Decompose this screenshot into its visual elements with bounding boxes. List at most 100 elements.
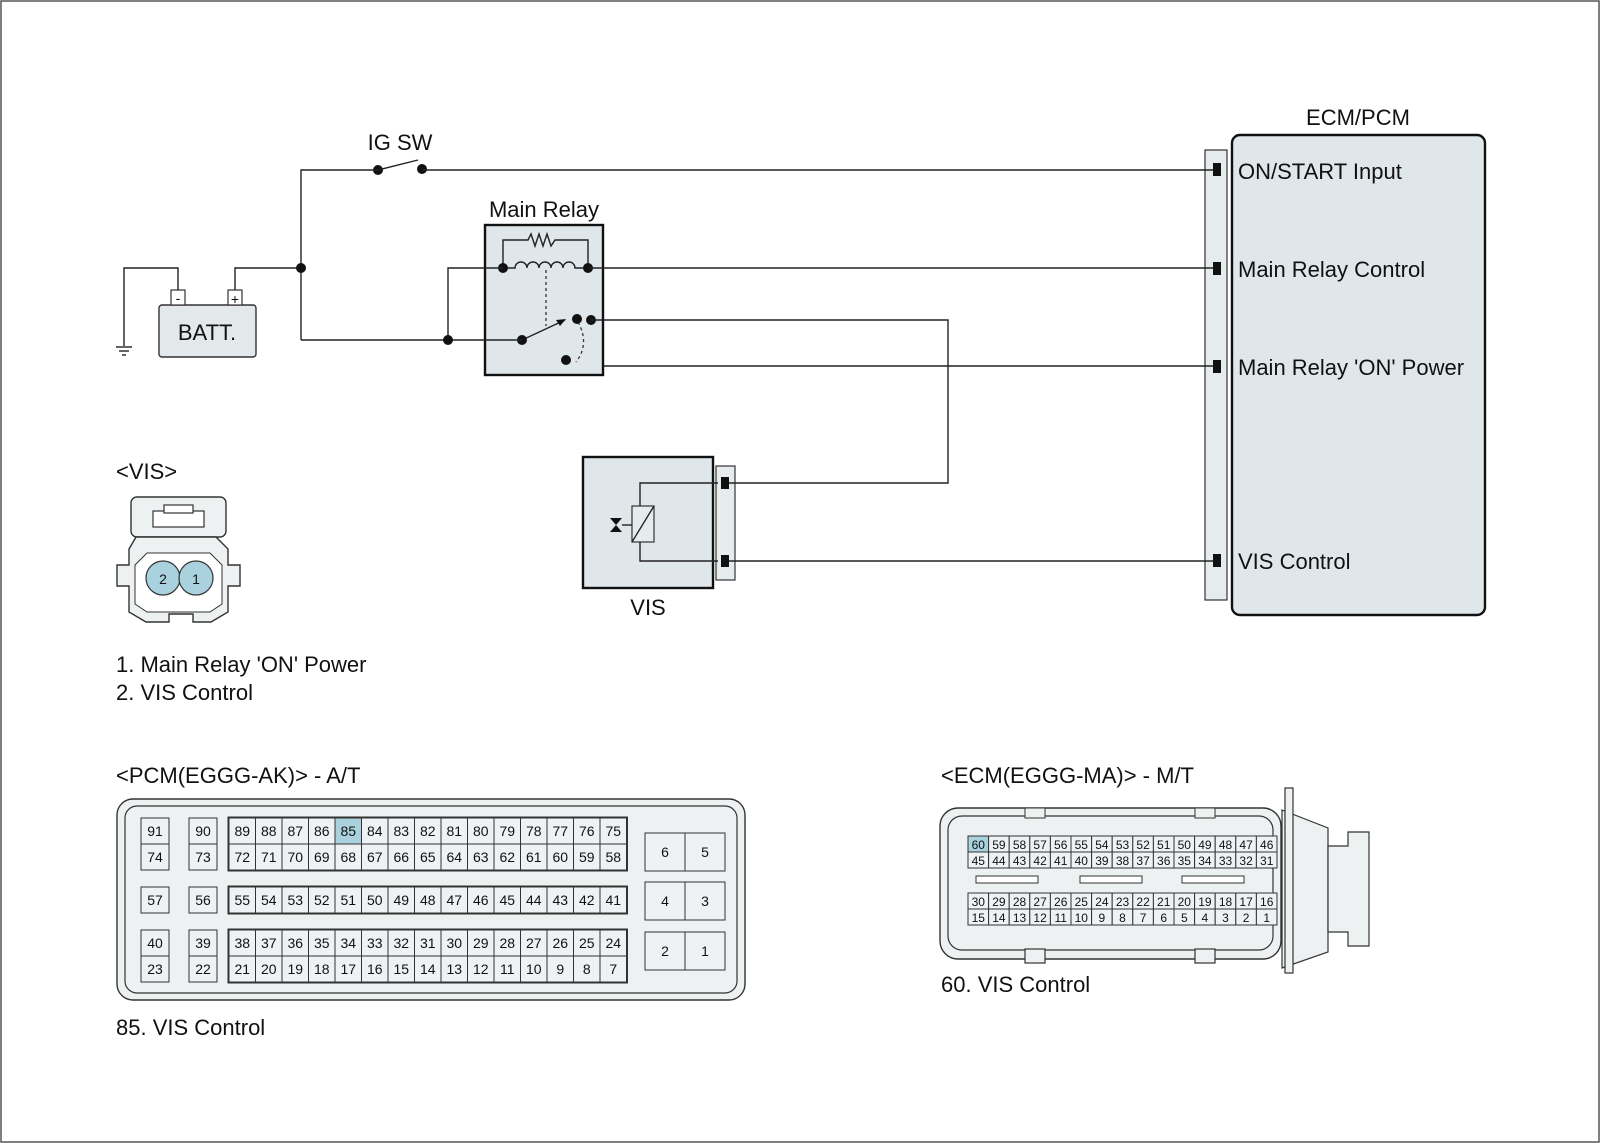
pcm-pin-63: 63 <box>473 849 489 865</box>
ecm-pin-45: 45 <box>972 854 986 868</box>
ecm-pin-46: 46 <box>1260 838 1274 852</box>
pcm-pin-cell <box>308 886 336 914</box>
pcm-pin-21: 21 <box>234 961 250 977</box>
pcm-pin-block <box>227 885 628 915</box>
pcm-pin-10: 10 <box>526 961 542 977</box>
ecm-pin-22: 22 <box>1136 895 1150 909</box>
ecm-legend: 60. VIS Control <box>941 972 1090 997</box>
pcm-pin-cell <box>140 843 170 871</box>
pcm-pin-14: 14 <box>420 961 436 977</box>
pcm-pin-68: 68 <box>340 849 356 865</box>
ecm-pin-43: 43 <box>1013 854 1027 868</box>
pcm-pin-cell <box>334 843 362 871</box>
battery: BATT. - + <box>158 289 257 358</box>
pcm-pin-70: 70 <box>287 849 303 865</box>
pcm-pin-16: 16 <box>367 961 383 977</box>
ecm-pin-53: 53 <box>1116 838 1130 852</box>
pcm-pin-50: 50 <box>367 892 383 908</box>
ecm-pin-49: 49 <box>1198 838 1212 852</box>
ecm-pin-57: 57 <box>1033 838 1047 852</box>
pcm-pin-block <box>227 928 628 984</box>
pcm-pin-cell <box>255 929 283 957</box>
ecm-pin-32: 32 <box>1239 854 1253 868</box>
pcm-pin-41: 41 <box>605 892 621 908</box>
pcm-pin-29: 29 <box>473 935 489 951</box>
batt-label: BATT. <box>178 320 236 345</box>
pcm-pin-cell <box>493 817 521 845</box>
pcm-pin-23: 23 <box>147 961 163 977</box>
pcm-pin-30: 30 <box>446 935 462 951</box>
pcm-pin-cell <box>546 929 574 957</box>
pcm-pin-cell <box>599 886 627 914</box>
pcm-pin-52: 52 <box>314 892 330 908</box>
ecm-pin-34: 34 <box>1198 854 1212 868</box>
vis-pin-2: 2 <box>159 571 167 587</box>
ecm-pcm-label: ECM/PCM <box>1306 105 1410 130</box>
pcm-pin-cell <box>599 817 627 845</box>
ecm-pin-29: 29 <box>992 895 1006 909</box>
pcm-pin-2: 2 <box>661 943 669 959</box>
pcm-pin-cell <box>188 886 218 914</box>
pcm-pin-62: 62 <box>499 849 515 865</box>
pcm-pin-65: 65 <box>420 849 436 865</box>
ecm-pin-14: 14 <box>992 911 1006 925</box>
vis-pin-1: 1 <box>192 571 200 587</box>
ecm-pin-21: 21 <box>1157 895 1171 909</box>
ecm-pin-16: 16 <box>1260 895 1274 909</box>
batt-plus: + <box>231 291 239 307</box>
ecm-pin-28: 28 <box>1013 895 1027 909</box>
pcm-pin-67: 67 <box>367 849 383 865</box>
pcm-pin-cell <box>140 929 170 957</box>
pcm-pin-5: 5 <box>701 844 709 860</box>
pcm-pin-cell <box>467 929 495 957</box>
pcm-pin-59: 59 <box>579 849 595 865</box>
pcm-pin-85: 85 <box>340 823 356 839</box>
pcm-pin-cell <box>361 886 389 914</box>
pcm-pin-66: 66 <box>393 849 409 865</box>
pcm-pin-43: 43 <box>552 892 568 908</box>
ecm-pin-30: 30 <box>972 895 986 909</box>
pcm-pin-40: 40 <box>147 935 163 951</box>
vis-legend-2: 2. VIS Control <box>116 680 253 705</box>
vis-label: VIS <box>630 595 665 620</box>
pcm-pin-91: 91 <box>147 823 163 839</box>
pcm-pin-cell <box>573 955 601 983</box>
pcm-pin-83: 83 <box>393 823 409 839</box>
pcm-pin-48: 48 <box>420 892 436 908</box>
ecm-pin-33: 33 <box>1219 854 1233 868</box>
ecm-pin-44: 44 <box>992 854 1006 868</box>
ecm-pin-51: 51 <box>1157 838 1171 852</box>
ecm-pin-8: 8 <box>1119 911 1126 925</box>
ecm-pin-17: 17 <box>1239 895 1253 909</box>
ecm-pin-25: 25 <box>1075 895 1089 909</box>
pcm-pin-76: 76 <box>579 823 595 839</box>
pcm-pin-42: 42 <box>579 892 595 908</box>
ecm-pin-38: 38 <box>1116 854 1130 868</box>
pcm-pin-34: 34 <box>340 935 356 951</box>
pcm-pin-26: 26 <box>552 935 568 951</box>
pcm-pin-77: 77 <box>552 823 568 839</box>
pcm-pin-53: 53 <box>287 892 303 908</box>
pcm-pin-cell <box>599 843 627 871</box>
pcm-pin-cell <box>228 955 256 983</box>
pcm-pin-8: 8 <box>583 961 591 977</box>
pcm-pin-75: 75 <box>605 823 621 839</box>
pcm-pin-60: 60 <box>552 849 568 865</box>
ecm-pin-47: 47 <box>1239 838 1253 852</box>
pcm-pin-39: 39 <box>195 935 211 951</box>
pcm-pin-20: 20 <box>261 961 277 977</box>
vis-connector-title: <VIS> <box>116 459 177 484</box>
pcm-pin-cell <box>140 955 170 983</box>
pcm-pin-79: 79 <box>499 823 515 839</box>
pcm-pin-block <box>227 816 628 872</box>
pcm-pin-cell <box>467 886 495 914</box>
ecm-pcm-module: ECM/PCM ON/START Input Main Relay Contro… <box>1204 105 1487 617</box>
ecm-pin-31: 31 <box>1260 854 1274 868</box>
ecm-pin-48: 48 <box>1219 838 1233 852</box>
pcm-pin-72: 72 <box>234 849 250 865</box>
pcm-pin-cell <box>140 886 170 914</box>
vis-connector: <VIS> 2 1 1. Main Relay 'ON' Power 2. VI… <box>116 459 367 705</box>
pcm-pin-cell <box>440 843 468 871</box>
ecm-pin-20: 20 <box>1178 895 1192 909</box>
